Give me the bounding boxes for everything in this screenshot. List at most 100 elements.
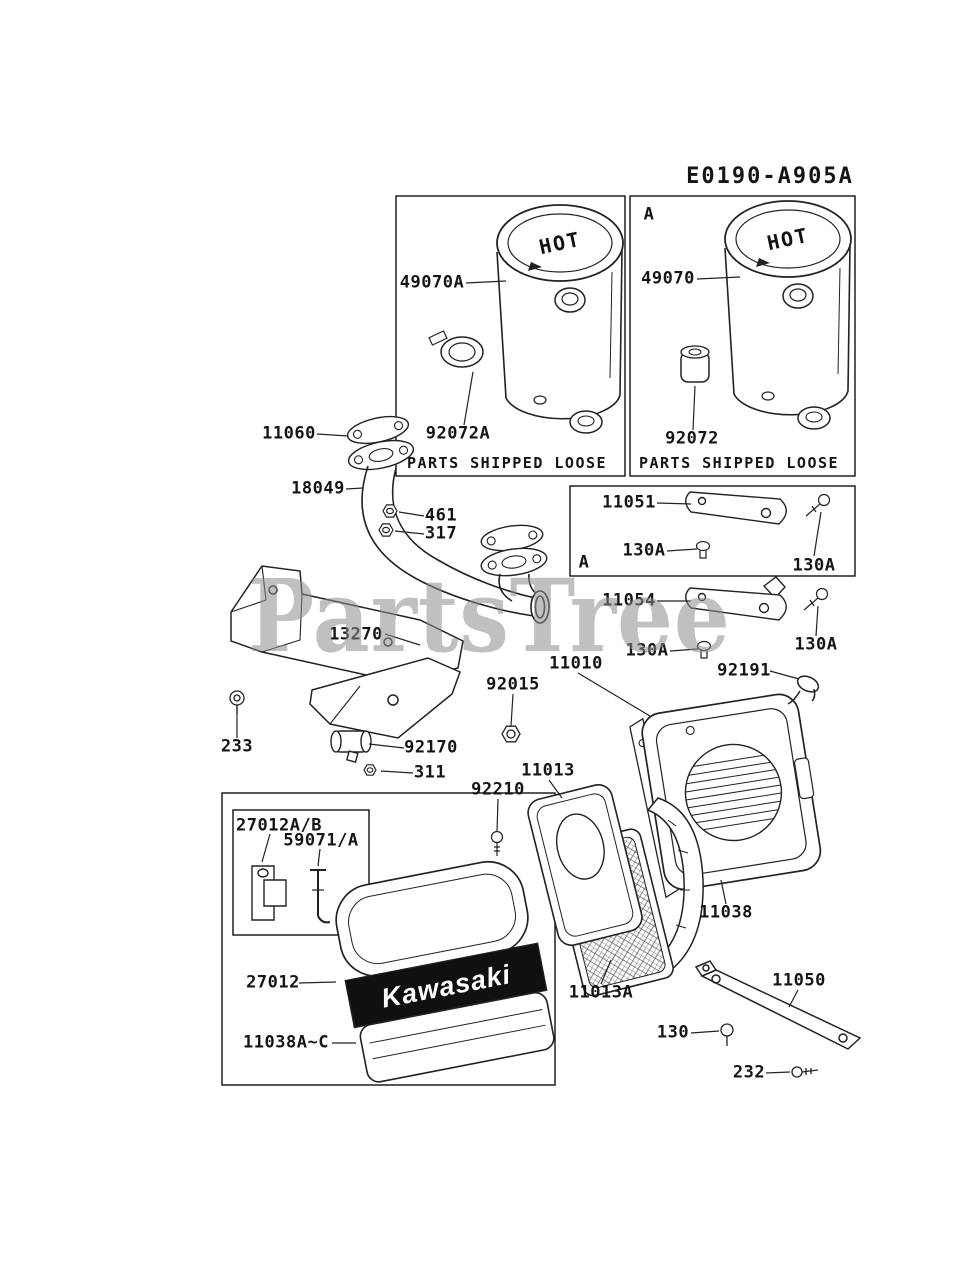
part-label-11010: 11010: [549, 653, 603, 674]
part-label-232: 232: [732, 1062, 766, 1083]
box-bracket-11051: [569, 485, 856, 577]
bolt-92210: [490, 830, 504, 856]
leader-line: [692, 385, 696, 431]
leader-line: [577, 672, 651, 717]
part-label-11013a: 11013A: [568, 982, 634, 1003]
note-parts-shipped-loose: PARTS SHIPPED LOOSE: [406, 453, 608, 472]
part-label-130a: 130A: [792, 555, 836, 576]
clamp-92170: [330, 730, 372, 763]
part-label-11013: 11013: [521, 760, 575, 781]
part-label-130a: 130A: [794, 634, 838, 655]
part-label-18049: 18049: [291, 478, 345, 499]
leader-line: [298, 981, 337, 984]
part-label-27012: 27012: [246, 972, 300, 993]
box-muffler-right: [629, 195, 856, 477]
clamp-92072a: [428, 330, 484, 368]
part-label-11050: 11050: [772, 970, 826, 991]
leader-line: [316, 433, 349, 437]
leader-line: [317, 848, 321, 867]
filter-element-11013: [527, 783, 643, 947]
leader-line: [690, 1030, 720, 1034]
heat-shield-13270: [230, 565, 464, 739]
part-label-233: 233: [220, 736, 254, 757]
leader-line: [769, 670, 800, 680]
part-label-49070a: 49070A: [399, 272, 465, 293]
leader-line: [656, 502, 692, 505]
part-label-92210: 92210: [471, 779, 525, 800]
box-air-cover: [221, 792, 556, 1086]
screw-130a-2: [803, 587, 829, 611]
leader-line: [720, 879, 727, 905]
air-cover-27012: Kawasaki: [335, 860, 555, 1083]
mount-92072: [680, 345, 710, 383]
nut-311: [363, 764, 377, 776]
flange-upper: [347, 439, 415, 471]
leader-lines: [236, 276, 822, 1074]
part-label-92170: 92170: [404, 737, 458, 758]
leader-line: [345, 487, 364, 490]
leader-line: [261, 833, 271, 863]
leader-line: [788, 989, 799, 1008]
part-label-317: 317: [424, 523, 458, 544]
note-parts-shipped-loose: PARTS SHIPPED LOOSE: [638, 453, 840, 472]
leader-line: [368, 743, 405, 749]
gasket-11060-upper: [346, 415, 410, 445]
leader-line: [398, 511, 425, 517]
leader-line: [465, 280, 507, 284]
part-label-11051: 11051: [602, 492, 656, 513]
leader-line: [815, 605, 819, 637]
leader-line: [765, 1071, 791, 1074]
bracket-11050: [694, 960, 862, 1050]
part-label-11038: 11038: [699, 902, 753, 923]
bracket-11051: [685, 491, 787, 525]
leader-line: [669, 648, 699, 652]
ref-letter-a: A: [643, 204, 655, 225]
screw-130a-1: [805, 493, 831, 517]
rivet-130a-1: [695, 540, 711, 559]
part-label-11054: 11054: [602, 590, 656, 611]
diagram-code: E0190-A905A: [686, 163, 854, 189]
screw-232: [791, 1066, 819, 1078]
box-hinge-parts: [232, 809, 370, 936]
clip-92191: [787, 675, 820, 705]
box-muffler-left: [395, 195, 626, 477]
part-label-130a: 130A: [625, 640, 669, 661]
pin-59071a: [310, 869, 331, 924]
part-label-13270: 13270: [329, 624, 383, 645]
leader-line: [496, 798, 499, 833]
leader-line: [600, 959, 612, 985]
leader-line: [548, 779, 563, 799]
part-label-59071a: 59071/A: [283, 830, 359, 851]
frame-boxes: [221, 195, 856, 1086]
nut-461: [382, 504, 398, 518]
part-label-27012ab: 27012A/B: [236, 815, 322, 836]
bracket-11054: [685, 576, 787, 621]
leader-line: [463, 371, 474, 426]
leader-line: [696, 276, 741, 280]
leader-line: [510, 693, 514, 727]
part-label-49070: 49070: [641, 268, 695, 289]
rivet-130a-2: [696, 640, 712, 659]
leader-line: [394, 530, 425, 535]
flange-lower: [480, 547, 548, 577]
part-label-92072: 92072: [665, 428, 719, 449]
part-label-92191: 92191: [717, 660, 771, 681]
bolt-130: [720, 1023, 734, 1046]
hinge-27012ab: [251, 865, 287, 921]
part-label-461: 461: [424, 505, 458, 526]
part-label-130a: 130A: [622, 540, 666, 561]
part-label-92072a: 92072A: [425, 423, 491, 444]
leader-line: [813, 511, 822, 557]
exhaust-pipe-18049: [361, 465, 550, 624]
part-label-11038ac: 11038A~C: [243, 1032, 329, 1053]
leader-line: [380, 770, 414, 774]
part-label-130: 130: [656, 1022, 690, 1043]
part-label-11060: 11060: [262, 423, 316, 444]
leader-line: [666, 548, 698, 552]
part-label-92015: 92015: [486, 674, 540, 695]
part-label-311: 311: [413, 762, 447, 783]
leader-line: [384, 633, 421, 646]
